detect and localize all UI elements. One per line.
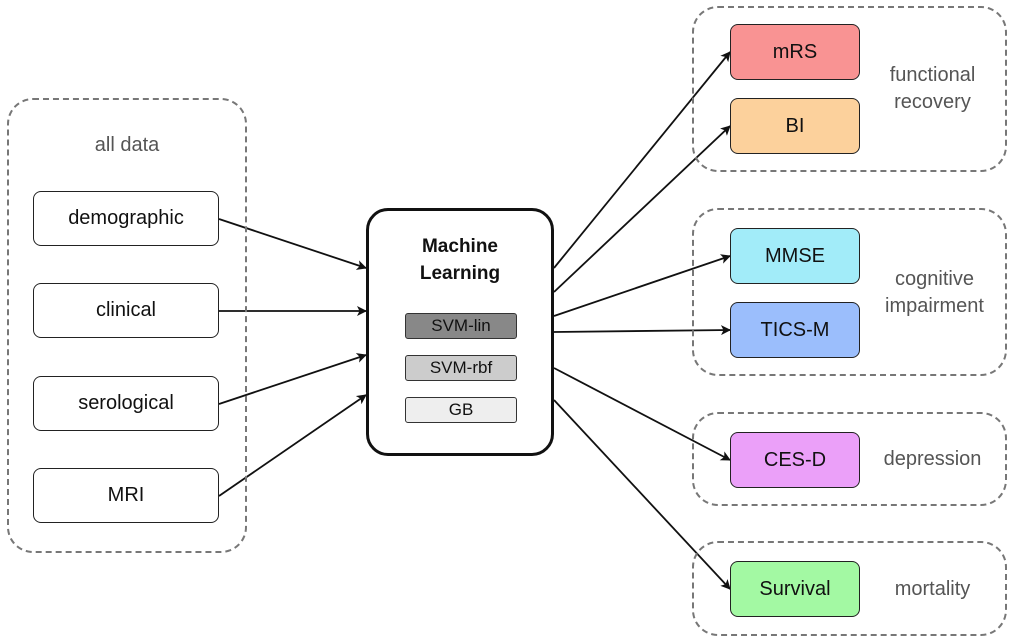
input-mri: MRI [33, 468, 219, 523]
depression-label: depression [883, 448, 982, 470]
output-tics-m: TICS-M [730, 302, 860, 358]
cognitive-impairment-group [692, 208, 1007, 376]
ml-title-line1: Machine [421, 236, 499, 257]
functional-label-line2: recovery [894, 91, 971, 113]
ml-title-line2: Learning [419, 263, 501, 284]
arrow-ml-to-mmse [553, 254, 731, 317]
arrow-ml-to-tics-m [553, 325, 731, 336]
machine-learning-box: Machine Learning SVM-lin SVM-rbf GB [366, 208, 554, 456]
output-survival: Survival [730, 561, 860, 617]
functional-recovery-label: functional recovery [870, 62, 995, 116]
output-mmse: MMSE [730, 228, 860, 284]
mortality-group [692, 541, 1007, 636]
depression-group [692, 412, 1007, 506]
cognitive-impairment-label: cognitive impairment [872, 266, 997, 320]
arrow-ml-to-mrs [553, 51, 731, 269]
cognitive-label-line1: cognitive [895, 268, 974, 290]
output-mrs: mRS [730, 24, 860, 80]
arrow-ml-to-ces-d [553, 367, 731, 461]
all-data-label: all data [94, 134, 160, 156]
arrow-demographic-to-ml [218, 218, 367, 270]
arrow-mri-to-ml [218, 394, 367, 497]
input-serological: serological [33, 376, 219, 431]
model-gb: GB [405, 397, 517, 423]
input-clinical: clinical [33, 283, 219, 338]
output-ces-d: CES-D [730, 432, 860, 488]
cognitive-label-line2: impairment [885, 295, 984, 317]
mortality-label: mortality [894, 578, 971, 600]
functional-recovery-group [692, 6, 1007, 172]
model-svm-lin: SVM-lin [405, 313, 517, 339]
model-svm-rbf: SVM-rbf [405, 355, 517, 381]
all-data-group [7, 98, 247, 553]
input-demographic: demographic [33, 191, 219, 246]
output-bi: BI [730, 98, 860, 154]
machine-learning-title: Machine Learning [369, 233, 551, 287]
arrow-serological-to-ml [218, 353, 367, 405]
functional-label-line1: functional [889, 64, 976, 86]
